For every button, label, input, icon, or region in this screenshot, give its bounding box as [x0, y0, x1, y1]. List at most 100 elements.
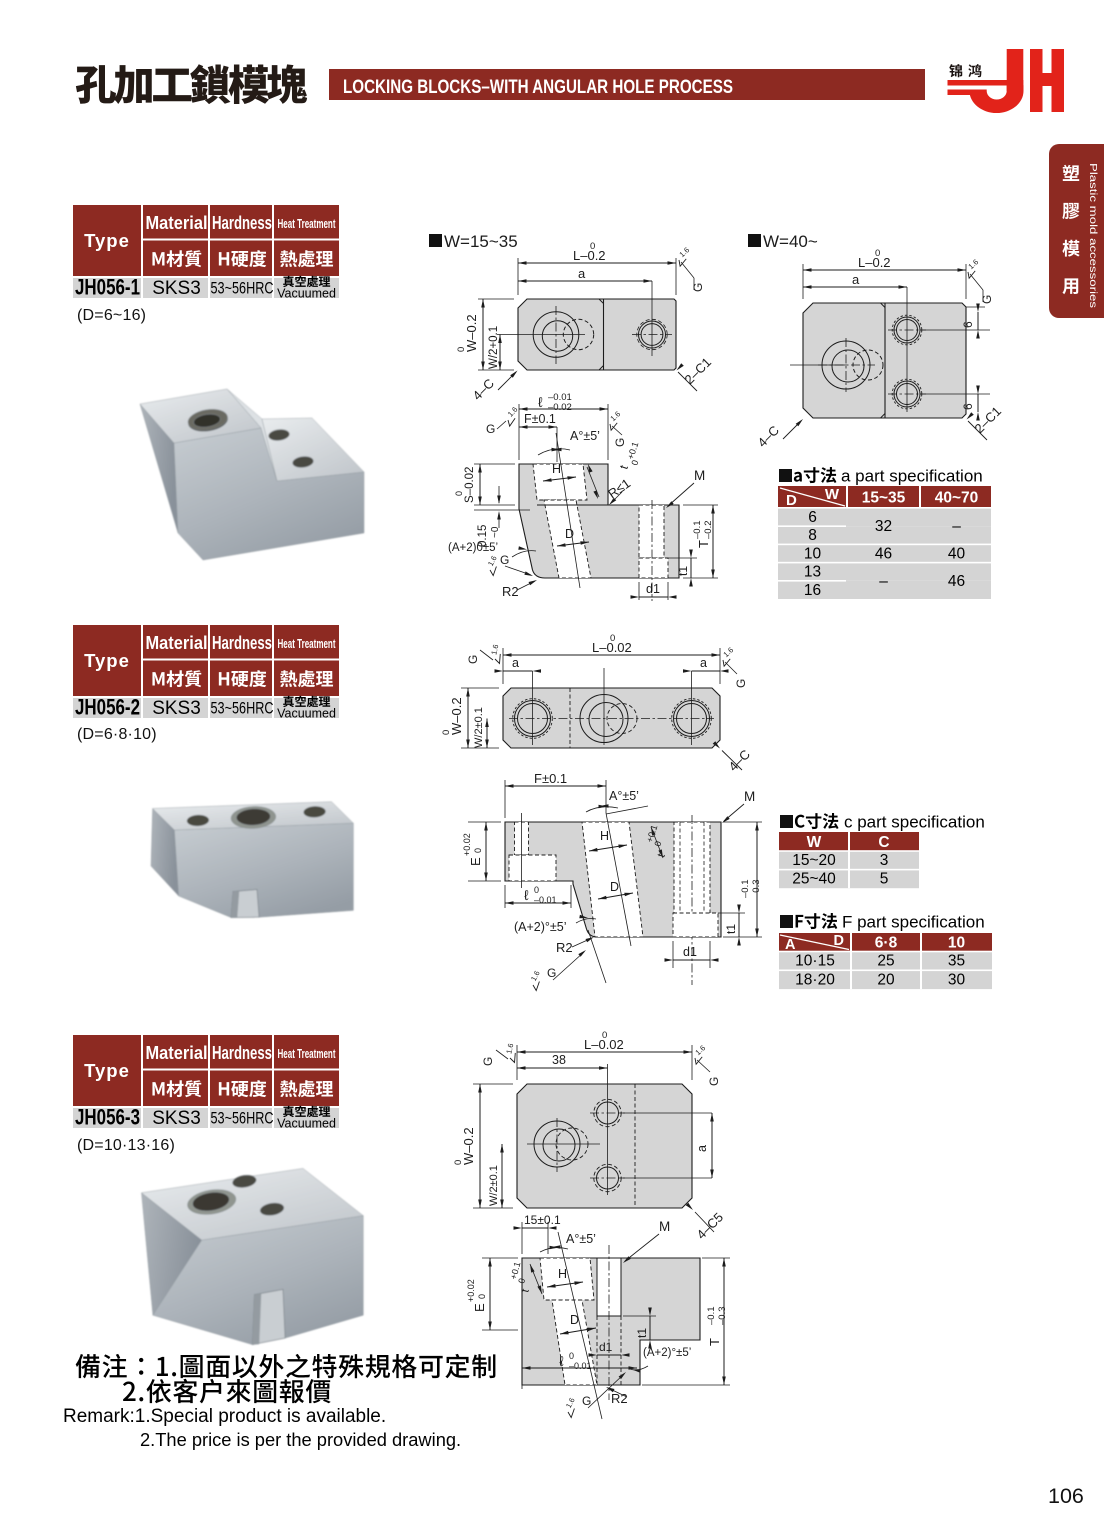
svg-text:t1: t1 — [635, 1328, 649, 1338]
svg-text:–0.1: –0.1 — [692, 521, 703, 540]
svg-text:(A+2)°±5’: (A+2)°±5’ — [514, 920, 567, 934]
svg-text:0: 0 — [602, 1030, 607, 1041]
svg-text:D: D — [786, 492, 797, 509]
svg-text:0: 0 — [629, 459, 640, 467]
svg-text:1.6: 1.6 — [529, 969, 542, 982]
svg-text:d1: d1 — [599, 1340, 613, 1354]
svg-text:8: 8 — [808, 527, 817, 544]
svg-text:Material: Material — [146, 1043, 208, 1063]
svg-text:R2: R2 — [611, 1391, 628, 1406]
svg-text:0: 0 — [534, 885, 539, 895]
svg-text:1.6: 1.6 — [608, 409, 622, 423]
svg-text:40: 40 — [948, 546, 966, 563]
svg-text:–0.1: –0.1 — [706, 1307, 717, 1326]
svg-text:W–0.2: W–0.2 — [461, 1127, 476, 1165]
svg-text:–: – — [879, 573, 888, 590]
svg-text:G: G — [691, 283, 705, 292]
svg-text:32: 32 — [875, 518, 892, 535]
svg-text:1.6: 1.6 — [966, 257, 980, 271]
svg-text:G: G — [486, 422, 495, 436]
svg-text:2–C1: 2–C1 — [972, 404, 1005, 437]
svg-text:+0.02: +0.02 — [462, 833, 472, 856]
svg-text:0: 0 — [454, 491, 464, 496]
svg-text:46: 46 — [948, 573, 965, 590]
svg-text:1.6: 1.6 — [489, 643, 500, 655]
svg-text:–0.2: –0.2 — [703, 521, 714, 540]
svg-text:Heat Treatment: Heat Treatment — [278, 1046, 336, 1061]
svg-text:t1: t1 — [676, 566, 690, 576]
svg-text:G: G — [734, 679, 748, 688]
svg-text:A°±5’: A°±5’ — [566, 1232, 596, 1246]
svg-text:16: 16 — [804, 582, 821, 599]
svg-text:–0.01: –0.01 — [548, 392, 572, 403]
svg-text:1.6: 1.6 — [721, 645, 735, 659]
svg-text:0: 0 — [875, 248, 880, 259]
svg-text:–0.01: –0.01 — [534, 895, 557, 905]
svg-text:W–0.2: W–0.2 — [464, 314, 479, 352]
svg-text:+0.1: +0.1 — [625, 441, 640, 461]
svg-text:13: 13 — [804, 564, 821, 581]
svg-text:W=15~35: W=15~35 — [444, 232, 518, 251]
svg-text:M: M — [744, 789, 755, 804]
svg-text:25: 25 — [877, 953, 894, 970]
svg-text:G: G — [547, 966, 556, 980]
svg-text:H: H — [600, 829, 609, 843]
svg-text:30: 30 — [948, 971, 966, 988]
svg-text:D: D — [570, 1313, 579, 1327]
svg-text:G: G — [707, 1077, 721, 1086]
svg-text:–0.1: –0.1 — [740, 880, 751, 899]
svg-text:W=40~: W=40~ — [763, 232, 818, 251]
svg-text:Type: Type — [84, 1060, 130, 1081]
svg-text:53~56HRC: 53~56HRC — [211, 1109, 274, 1128]
svg-text:G: G — [582, 1394, 591, 1408]
svg-text:10·15: 10·15 — [795, 953, 835, 970]
svg-text:0: 0 — [477, 1294, 487, 1299]
svg-text:c part specification: c part specification — [844, 813, 985, 832]
svg-text:15~35: 15~35 — [862, 490, 906, 507]
svg-text:JH056-2: JH056-2 — [75, 695, 140, 720]
svg-text:Type: Type — [84, 230, 130, 251]
svg-text:4–C: 4–C — [470, 376, 497, 403]
svg-text:L–0.02: L–0.02 — [592, 640, 632, 655]
svg-text:0: 0 — [456, 347, 467, 352]
svg-text:G: G — [481, 1057, 495, 1066]
svg-text:a: a — [512, 656, 519, 670]
svg-text:10: 10 — [948, 935, 965, 952]
svg-text:0: 0 — [453, 1160, 464, 1165]
svg-text:t1: t1 — [724, 924, 738, 934]
svg-text:Vacuumed: Vacuumed — [277, 707, 336, 720]
svg-text:F±0.1: F±0.1 — [534, 771, 567, 786]
svg-text:W/2±0.1: W/2±0.1 — [473, 707, 485, 748]
svg-text:A: A — [785, 937, 796, 953]
svg-text:SKS3: SKS3 — [152, 698, 201, 719]
svg-text:10: 10 — [804, 545, 822, 562]
svg-text:M: M — [694, 468, 705, 483]
svg-text:–0.01: –0.01 — [569, 1361, 592, 1371]
svg-text:0: 0 — [610, 633, 615, 644]
svg-text:Remark:1.Special product is av: Remark:1.Special product is available. — [63, 1406, 386, 1427]
svg-text:T: T — [707, 1338, 722, 1346]
svg-text:C: C — [878, 834, 889, 851]
svg-text:15~20: 15~20 — [792, 852, 836, 869]
svg-text:Vacuumed: Vacuumed — [277, 287, 336, 300]
svg-text:W–0.2: W–0.2 — [449, 697, 464, 735]
svg-text:R2: R2 — [502, 584, 519, 599]
svg-text:–0.3: –0.3 — [751, 880, 762, 899]
svg-text:W/2±0.1: W/2±0.1 — [488, 1165, 500, 1206]
svg-text:F±0.1: F±0.1 — [524, 412, 556, 426]
svg-text:53~56HRC: 53~56HRC — [211, 699, 274, 718]
svg-text:ℓ: ℓ — [538, 394, 543, 410]
svg-text:Material: Material — [146, 213, 208, 233]
svg-text:H: H — [552, 462, 561, 476]
svg-text:Heat Treatment: Heat Treatment — [278, 636, 336, 651]
svg-text:L–0.2: L–0.2 — [573, 248, 606, 263]
svg-text:6: 6 — [808, 509, 817, 526]
svg-text:Hardness: Hardness — [212, 1043, 272, 1063]
svg-text:4–C: 4–C — [755, 423, 782, 450]
svg-text:a part specification: a part specification — [841, 467, 983, 486]
svg-text:0: 0 — [590, 241, 595, 252]
svg-text:Material: Material — [146, 633, 208, 653]
svg-text:F part specification: F part specification — [842, 913, 985, 932]
svg-text:JH056-3: JH056-3 — [75, 1105, 140, 1130]
svg-text:1.6: 1.6 — [693, 1043, 707, 1057]
